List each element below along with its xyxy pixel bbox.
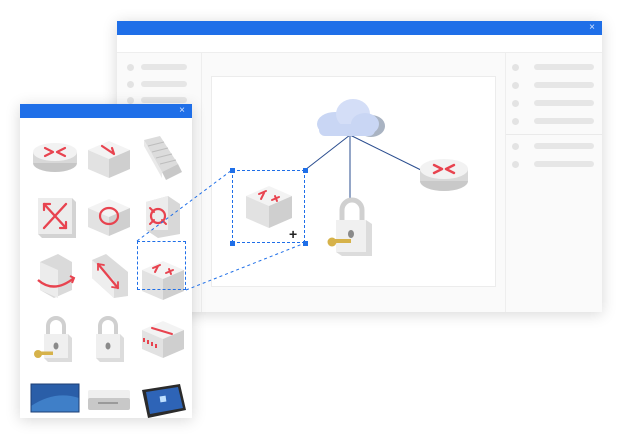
- resize-handle-bottom-right[interactable]: [303, 241, 308, 246]
- connector-line: [349, 134, 426, 173]
- padlock-key-icon[interactable]: [326, 196, 376, 260]
- cross-switch-icon[interactable]: [30, 190, 80, 240]
- hub-node-icon[interactable]: [138, 190, 188, 240]
- palette-selection-box: [137, 241, 186, 290]
- router-icon[interactable]: [418, 153, 470, 197]
- monitor-panel-icon[interactable]: [30, 376, 80, 426]
- right-sidebar-divider: [506, 134, 602, 135]
- connector-line: [304, 134, 351, 171]
- mini-pc-icon[interactable]: [84, 376, 134, 426]
- stack-server-icon[interactable]: [138, 132, 188, 182]
- patch-panel-icon[interactable]: [138, 314, 188, 364]
- palette-titlebar: ×: [20, 104, 192, 118]
- toolbar: [117, 35, 602, 53]
- right-sidebar: [505, 53, 602, 312]
- ring-node-icon[interactable]: [84, 190, 134, 240]
- tablet-icon[interactable]: [138, 376, 188, 426]
- router-icon[interactable]: [30, 132, 80, 182]
- multilayer-switch-icon[interactable]: [138, 254, 188, 304]
- shape-palette-window: ×: [20, 104, 192, 418]
- main-titlebar: ×: [117, 21, 602, 35]
- switch-arrow-icon[interactable]: [84, 132, 134, 182]
- resize-handle-top-right[interactable]: [303, 168, 308, 173]
- padlock-icon[interactable]: [84, 314, 134, 364]
- multilayer-switch-icon[interactable]: [242, 180, 296, 232]
- move-cursor-icon: +: [289, 226, 298, 242]
- resize-handle-top-left[interactable]: [230, 168, 235, 173]
- shape-palette: [20, 118, 192, 418]
- cloud-icon[interactable]: [313, 96, 391, 140]
- main-close-icon[interactable]: ×: [589, 22, 595, 33]
- canvas-selection-box[interactable]: [232, 170, 305, 243]
- resize-handle-bottom-left[interactable]: [230, 241, 235, 246]
- rotate-cube-icon[interactable]: [30, 250, 80, 300]
- diagonal-cube-icon[interactable]: [84, 250, 134, 300]
- palette-close-icon[interactable]: ×: [179, 105, 185, 116]
- padlock-key-icon[interactable]: [30, 314, 80, 364]
